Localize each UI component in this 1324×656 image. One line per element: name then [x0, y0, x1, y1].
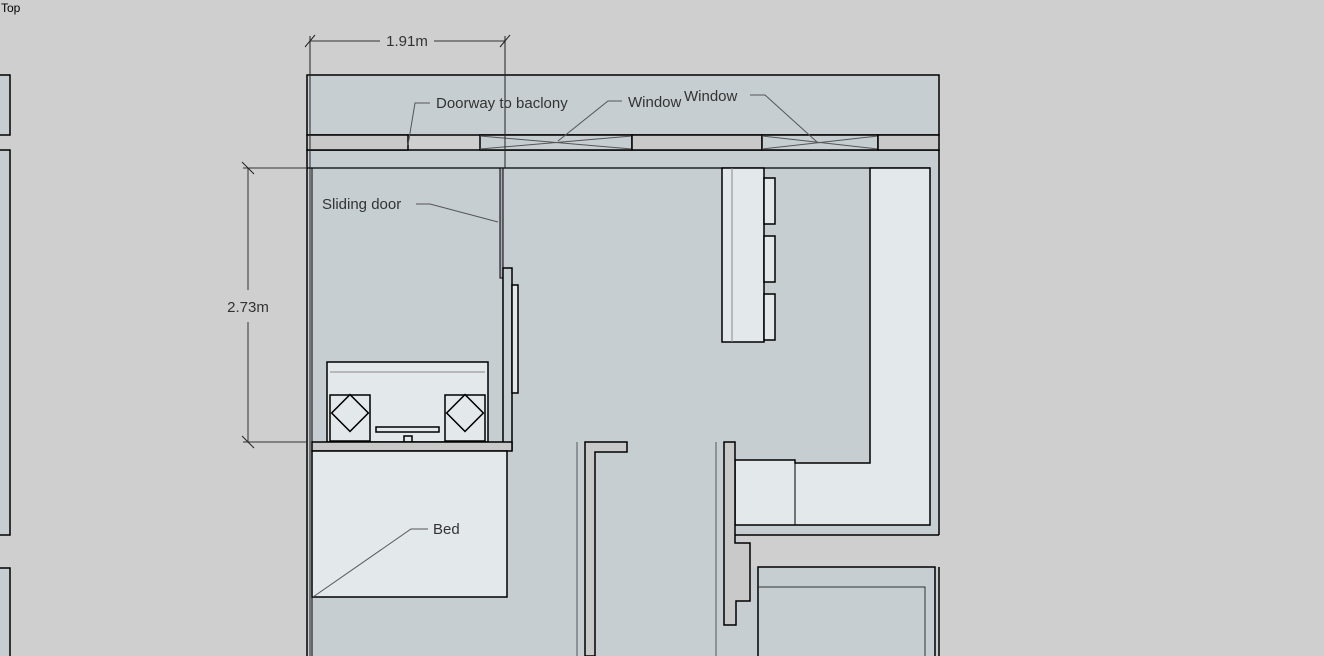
lower-right-outside	[740, 535, 950, 567]
window-annotation-2[interactable]: Window	[684, 88, 818, 143]
bed[interactable]	[311, 450, 508, 598]
doorway-annotation[interactable]: Doorway to baclony	[407, 95, 568, 146]
window-label-1: Window	[628, 94, 682, 111]
bed-label: Bed	[433, 521, 460, 538]
height-dimension-label: 2.73m	[227, 299, 269, 316]
interior-wall	[723, 441, 939, 626]
width-dimension-label: 1.91m	[386, 33, 428, 50]
view-name-label: Top	[1, 1, 21, 15]
window-label-2: Window	[684, 88, 738, 105]
balcony-area	[306, 74, 940, 136]
interior-wall	[584, 441, 628, 656]
shelf	[311, 441, 513, 452]
doorway-label: Doorway to baclony	[436, 95, 568, 112]
wall-segment	[877, 134, 940, 151]
height-dimension[interactable]: 2.73m	[227, 161, 307, 449]
sliding-door-label: Sliding door	[322, 196, 401, 213]
sliding-door-frame	[502, 267, 513, 451]
adjacent-room	[757, 566, 936, 656]
bed-annotation[interactable]: Bed	[312, 521, 460, 598]
left-edge-walls	[0, 74, 11, 656]
bar-counter[interactable]	[721, 167, 776, 343]
wardrobe[interactable]	[326, 361, 489, 443]
sliding-door-annotation[interactable]: Sliding door	[322, 196, 499, 223]
window-annotation-1[interactable]: Window	[557, 94, 682, 142]
sliding-door[interactable]	[499, 167, 504, 279]
wall-segment	[306, 134, 409, 151]
width-dimension[interactable]: 1.91m	[304, 33, 511, 656]
wall-segment	[631, 134, 763, 151]
